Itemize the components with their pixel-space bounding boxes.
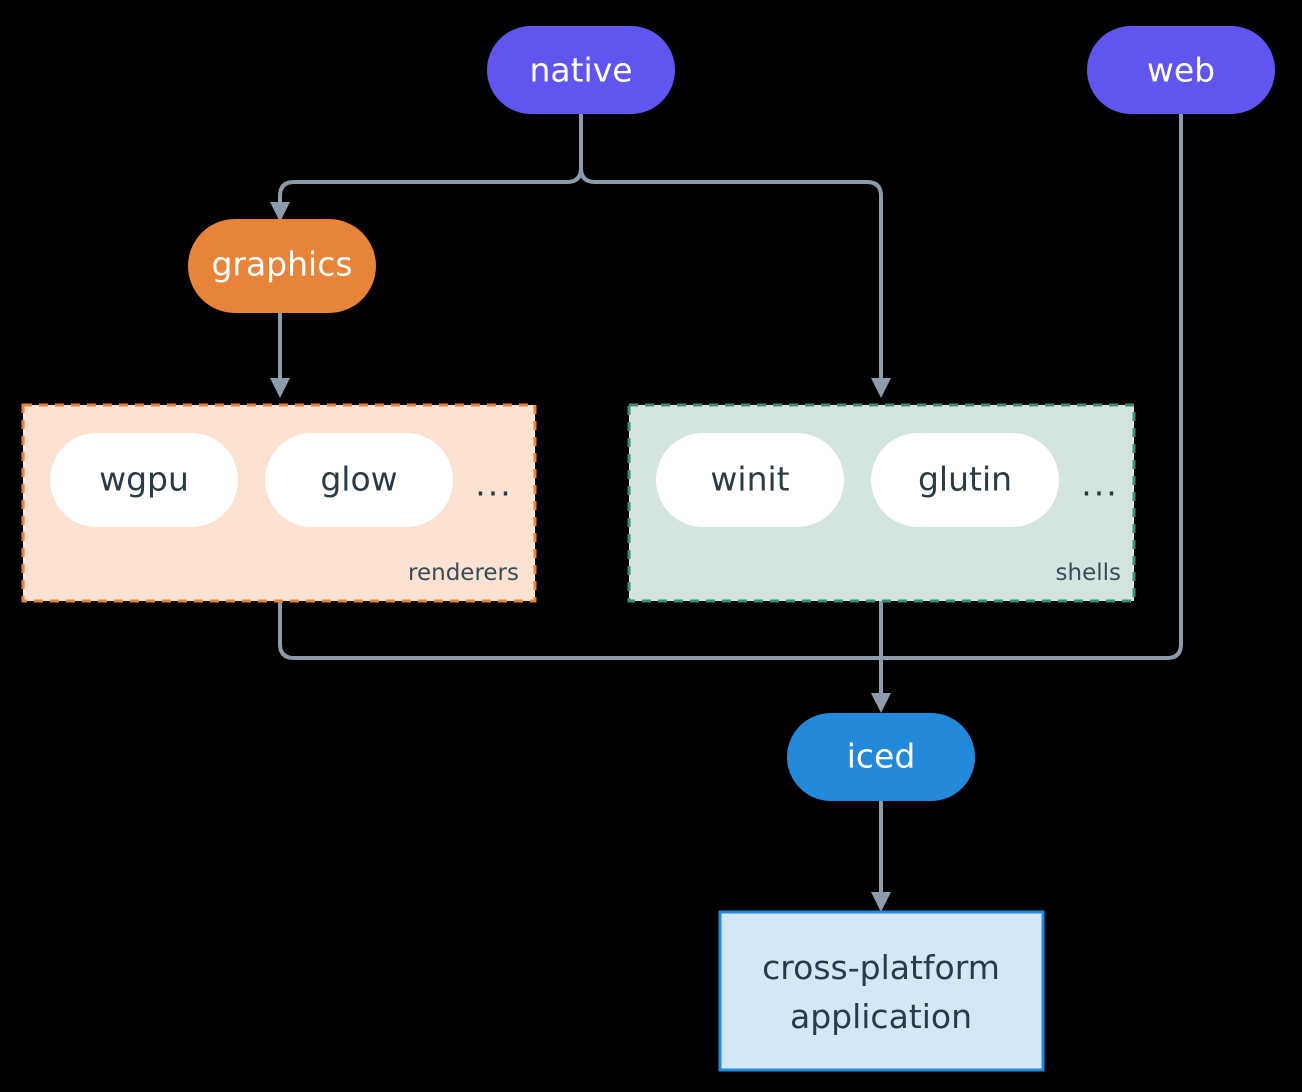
node-web-label: web	[1147, 51, 1215, 90]
node-iced-label: iced	[847, 737, 916, 776]
node-web-shape	[1087, 26, 1275, 114]
node-native-label: native	[529, 51, 632, 90]
edge-web-to-iced	[881, 113, 1183, 660]
node-graphics-label: graphics	[211, 245, 352, 284]
group-shells-item-glutin[interactable]: glutin	[871, 433, 1059, 527]
group-renderers-item-glow[interactable]: glow	[265, 433, 453, 527]
group-renderers-ellipsis: ...	[475, 465, 512, 504]
group-renderers: wgpu glow ... renderers	[21, 403, 537, 603]
node-iced[interactable]: iced	[787, 713, 975, 801]
node-application[interactable]: cross-platform application	[718, 910, 1045, 1072]
node-iced-shape	[787, 713, 975, 801]
arrowhead-native-graphics	[270, 202, 290, 222]
edge-renderers-to-iced	[278, 601, 881, 660]
arrowhead-iced-application	[871, 892, 891, 912]
group-renderers-item-wgpu-label: wgpu	[99, 460, 189, 499]
group-shells-item-winit-label: winit	[710, 460, 789, 499]
node-web[interactable]: web	[1087, 26, 1275, 114]
group-shells-ellipsis: ...	[1081, 465, 1118, 504]
group-shells-item-glutin-shape	[871, 433, 1059, 527]
arrowhead-graphics-renderers	[270, 378, 290, 398]
node-graphics[interactable]: graphics	[188, 219, 376, 313]
group-renderers-item-wgpu-shape	[50, 433, 238, 527]
group-shells-item-glutin-label: glutin	[918, 460, 1012, 499]
node-application-shape	[718, 910, 1045, 1072]
arrowhead-native-shells	[871, 378, 891, 398]
node-graphics-shape	[188, 219, 376, 313]
group-renderers-item-glow-shape	[265, 433, 453, 527]
group-renderers-item-wgpu[interactable]: wgpu	[50, 433, 238, 527]
edge-native-to-graphics	[278, 167, 583, 210]
arrowhead-merge-iced	[871, 693, 891, 713]
edge-native-to-shells	[579, 167, 883, 383]
group-renderers-item-glow-label: glow	[320, 460, 397, 499]
group-shells-caption: shells	[1056, 560, 1121, 586]
node-native[interactable]: native	[487, 26, 675, 114]
group-shells-item-winit-shape	[656, 433, 844, 527]
node-application-label-line2: application	[790, 997, 972, 1036]
group-renderers-caption: renderers	[408, 560, 519, 586]
group-shells-item-winit[interactable]: winit	[656, 433, 844, 527]
node-application-label-line1: cross-platform	[762, 948, 1000, 987]
node-native-shape	[487, 26, 675, 114]
group-shells: winit glutin ... shells	[627, 403, 1136, 603]
